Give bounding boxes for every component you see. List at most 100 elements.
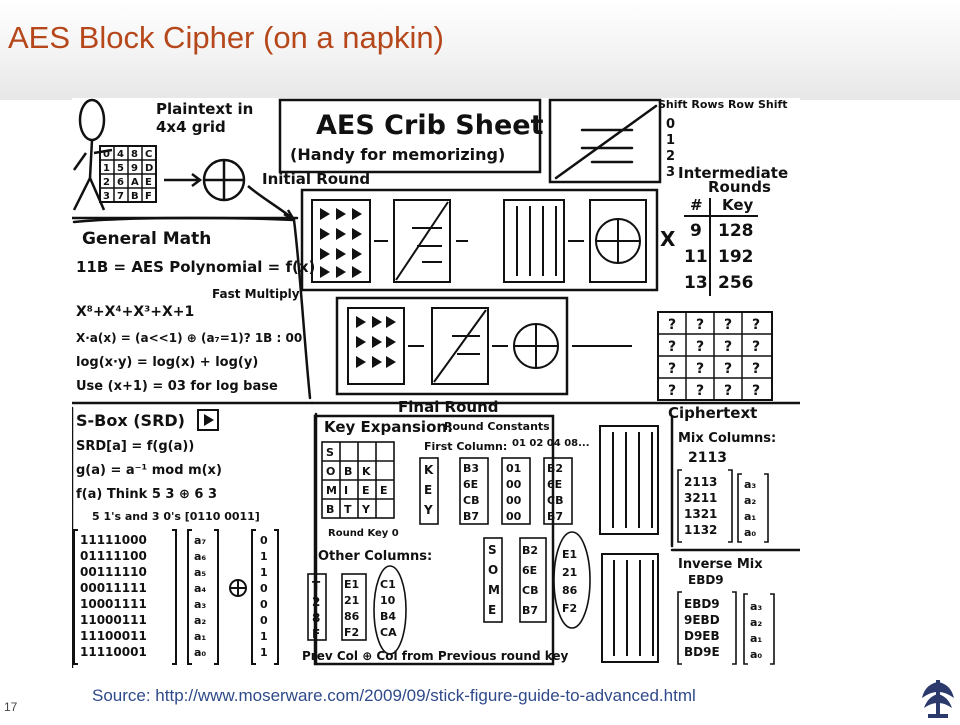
mix-vector: a₀	[744, 526, 756, 539]
plaintext-cell: A	[131, 177, 139, 188]
sbox-line: SRD[a] = f(g(a))	[76, 439, 194, 454]
rounds-value: 11	[684, 247, 708, 267]
other-col-value: B2	[522, 544, 538, 557]
stick-figure-icon	[72, 98, 113, 211]
sbox-matrix-row: 00011111	[80, 581, 147, 595]
sbox-matrix-row: 11100011	[80, 629, 147, 643]
math-line: 11B = AES Polynomial = f(x)	[76, 258, 315, 276]
mix-matrix-row: 1132	[684, 523, 717, 537]
plaintext-cell: C	[145, 149, 152, 160]
source-citation: Source: http://www.moserware.com/2009/09…	[92, 686, 696, 705]
sbox-matrix-row: 10001111	[80, 597, 147, 611]
intermediate-rounds-label: Rounds	[708, 178, 771, 196]
rounds-header: Key	[722, 196, 754, 214]
bottom-col-a: T	[312, 579, 321, 593]
math-line: X·a(x) = (a<<1) ⊕ (a₇=1)? 1B : 00	[76, 331, 302, 345]
math-line: log(x·y) = log(x) + log(y)	[76, 355, 258, 370]
key-grid-cell: Y	[361, 503, 371, 516]
slide-title: AES Block Cipher (on a napkin)	[8, 20, 444, 55]
plaintext-cell: D	[145, 163, 153, 174]
ciphertext-cell: ?	[696, 361, 704, 377]
plaintext-cell: 7	[117, 191, 124, 202]
mix-matrix-row: 3211	[684, 491, 717, 505]
intermediate-rounds-label: Intermediate	[678, 164, 788, 182]
first-col-result: CB	[547, 494, 563, 507]
bottom-col-b: E1	[344, 578, 359, 591]
other-col-result: 86	[562, 584, 578, 597]
sbox-matrix-row: 00111110	[80, 565, 147, 579]
mix-matrix-row: 2113	[684, 475, 717, 489]
other-col-letter: E	[488, 603, 496, 617]
sbox-constant: 0	[260, 534, 268, 547]
sbox-constant: 1	[260, 550, 268, 563]
bottom-col-c: C1	[380, 578, 396, 591]
other-col-letter: O	[488, 563, 498, 577]
plaintext-cell: B	[131, 191, 139, 202]
first-col-value: B3	[463, 462, 479, 475]
key-expansion-title: Key Expansion:	[324, 418, 453, 436]
bottom-col-c: 10	[380, 594, 396, 607]
other-col-value: CB	[522, 584, 538, 597]
ciphertext-cell: ?	[724, 361, 732, 377]
ciphertext-cell: ?	[752, 361, 760, 377]
university-logo-icon	[918, 676, 958, 720]
first-col-result: B2	[547, 462, 563, 475]
first-col-const: 00	[506, 510, 522, 523]
sbox-title: S-Box (SRD)	[76, 411, 185, 430]
sbox-constant: 0	[260, 582, 268, 595]
shift-rows-value: 3	[666, 165, 675, 180]
plaintext-cell: 5	[117, 163, 124, 174]
plaintext-cell: E	[145, 177, 152, 188]
sbox-vector: a₁	[194, 630, 206, 643]
bottom-col-a: 2	[312, 595, 320, 609]
key-grid-cell: O	[326, 465, 335, 478]
plaintext-cell: F	[145, 191, 152, 202]
sbox-vector: a₇	[194, 534, 206, 547]
slide-number: 17	[4, 700, 18, 714]
plaintext-cell: 3	[103, 191, 110, 202]
rounds-header: #	[690, 196, 703, 214]
first-col-value: 6E	[463, 478, 478, 491]
other-col-result: 21	[562, 566, 577, 579]
sbox-matrix-row: 11000111	[80, 613, 147, 627]
napkin-svg: 0 4 8 C 1 5 9 D 2 6 A E 3 7 B F Plaintex…	[72, 98, 800, 668]
sbox-vector: a₃	[194, 598, 206, 611]
slide-header: AES Block Cipher (on a napkin)	[0, 0, 960, 100]
sbox-vector: a₂	[194, 614, 206, 627]
mix-vector: a₃	[744, 478, 756, 491]
first-col-const: 00	[506, 494, 522, 507]
plaintext-cell: 1	[103, 163, 110, 174]
plaintext-cell: 0	[103, 149, 110, 160]
first-col-const: 00	[506, 478, 522, 491]
inv-matrix-row: EBD9	[684, 597, 720, 611]
inv-vector: a₂	[750, 616, 762, 629]
xor-icon	[202, 158, 246, 202]
key-column-cell: Y	[423, 503, 433, 517]
sbox-vector: a₆	[194, 550, 206, 563]
plaintext-cell: 9	[131, 163, 138, 174]
first-col-value: CB	[463, 494, 479, 507]
ciphertext-cell: ?	[696, 383, 704, 399]
ciphertext-cell: ?	[668, 383, 676, 399]
round-constants-label: Round Constants	[444, 420, 550, 433]
inverse-mix-label: Inverse Mix	[678, 557, 763, 572]
general-math-title: General Math	[82, 229, 211, 249]
key-grid-cell: E	[362, 484, 370, 497]
sbox-vector: a₅	[194, 566, 206, 579]
crib-title: AES Crib Sheet	[316, 110, 544, 141]
first-col-value: B7	[463, 510, 479, 523]
ciphertext-cell: ?	[752, 383, 760, 399]
other-col-value: B7	[522, 604, 538, 617]
key-grid-cell: E	[380, 484, 388, 497]
bottom-col-b: F2	[344, 626, 359, 639]
key-column-cell: E	[424, 483, 432, 497]
bottom-col-b: 86	[344, 610, 360, 623]
key-grid-cell: B	[326, 503, 334, 516]
plaintext-label: 4x4 grid	[156, 118, 226, 136]
ciphertext-label: Ciphertext	[668, 404, 757, 422]
bottom-col-b: 21	[344, 594, 359, 607]
plaintext-grid: 0 4 8 C 1 5 9 D 2 6 A E 3 7 B F	[99, 145, 157, 203]
key-grid-cell: T	[344, 503, 352, 516]
ciphertext-cell: ?	[696, 317, 704, 333]
sbox-vector: a₄	[194, 582, 206, 595]
